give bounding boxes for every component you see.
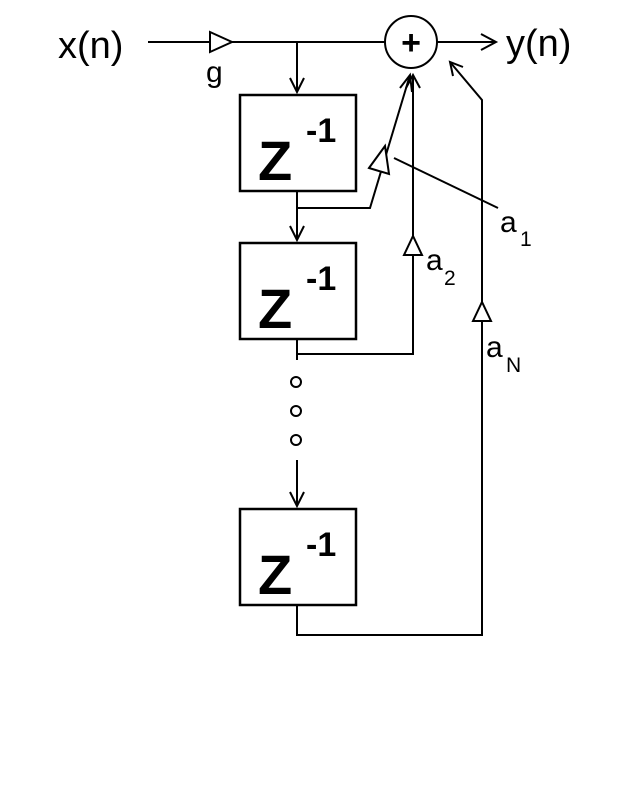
feedback-an-arrowhead — [448, 60, 464, 77]
coef-an-base: a — [486, 331, 503, 364]
ellipsis-dot-2 — [290, 405, 302, 417]
input-gain-label: g — [206, 56, 223, 89]
coef-a1-base: a — [500, 206, 517, 239]
ellipsis-dot-1 — [290, 376, 302, 388]
coef-a1-leader — [393, 157, 499, 209]
adder-symbol: + — [401, 24, 421, 62]
output-label: y(n) — [506, 23, 571, 65]
input-gain-triangle — [209, 30, 235, 54]
feedback-a1-arrowhead — [399, 72, 413, 93]
ellipsis-dot-3 — [290, 434, 302, 446]
feedback-an-line — [296, 61, 483, 636]
coef-a2-triangle — [402, 233, 424, 256]
output-arrowhead — [480, 33, 499, 51]
coef-a1-sub: 1 — [520, 228, 532, 251]
feedback-a2-line — [297, 75, 414, 355]
arrowhead-2 — [289, 225, 305, 243]
delay-exponent-1: -1 — [306, 112, 336, 150]
arrowhead-1 — [289, 77, 305, 95]
delay-exponent-2: -1 — [306, 260, 336, 298]
delay-box-1 — [238, 93, 358, 193]
arrowhead-3 — [289, 491, 305, 509]
delay-label-n: Z — [258, 543, 292, 606]
coef-a2-sub: 2 — [444, 267, 456, 290]
input-label: x(n) — [58, 25, 123, 67]
coef-a2-base: a — [426, 244, 443, 277]
delay-label-1: Z — [258, 129, 292, 192]
coef-an-triangle — [471, 299, 493, 322]
coef-an-sub: N — [506, 354, 521, 377]
feedback-a2-arrowhead — [405, 72, 421, 89]
delay-box-n — [238, 507, 358, 607]
delay-exponent-n: -1 — [306, 526, 336, 564]
feedback-a1-line — [297, 74, 411, 209]
coef-a1-triangle — [367, 143, 391, 176]
delay-label-2: Z — [258, 277, 292, 340]
